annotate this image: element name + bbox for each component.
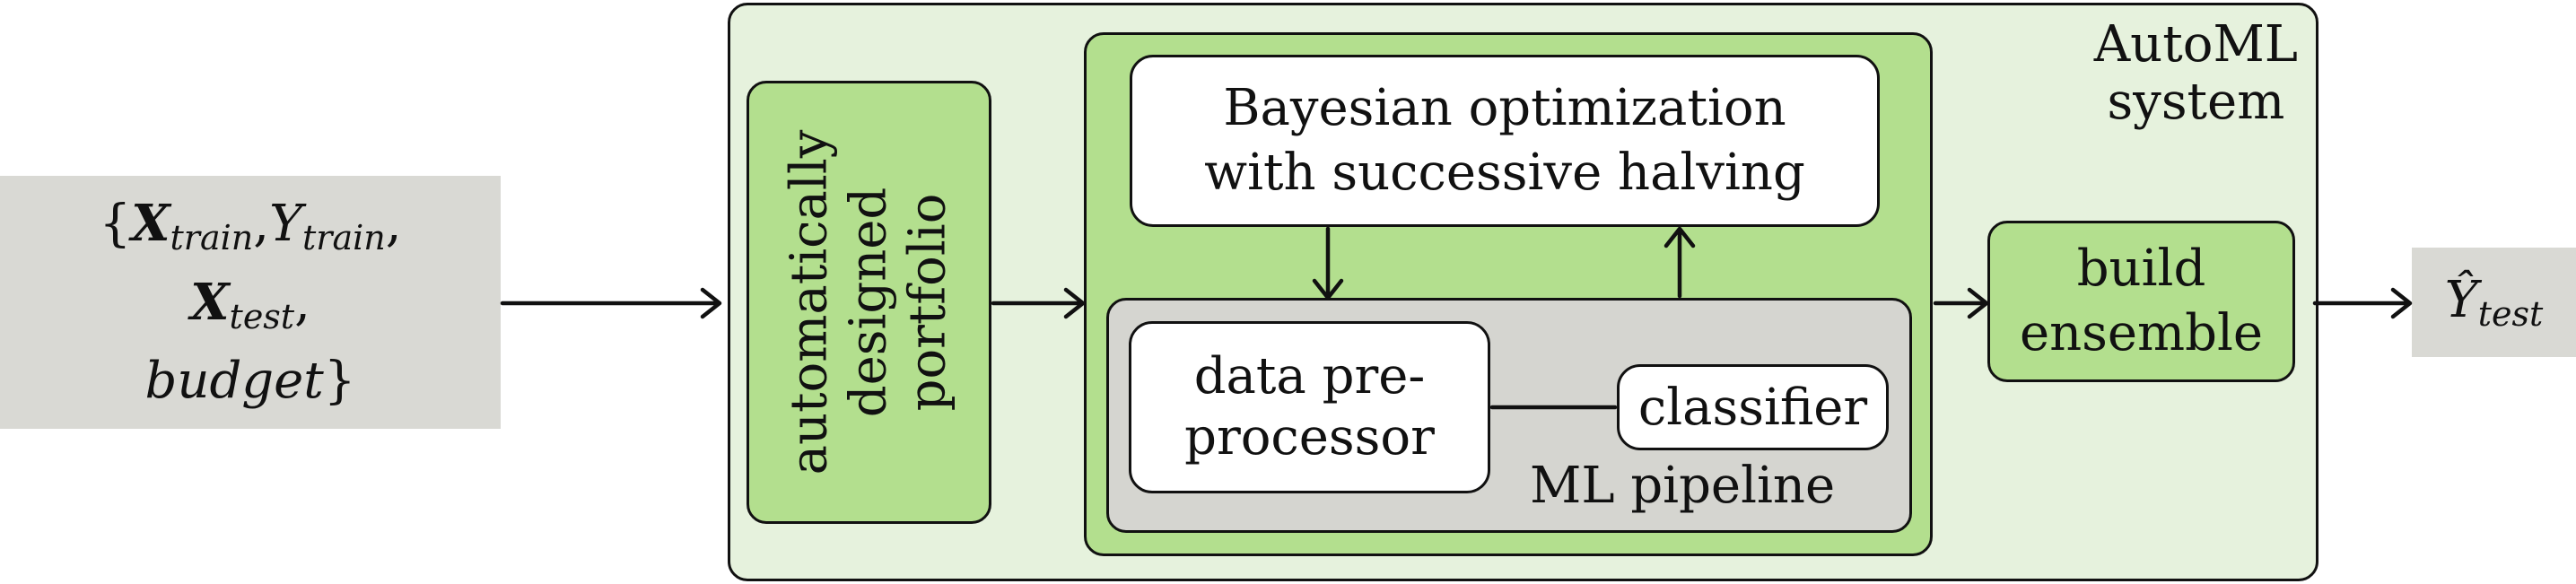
input-data-box: {Xtrain,Ytrain, Xtest, budget} <box>0 176 501 429</box>
bayesian-to-pipeline-arrow <box>1312 226 1344 301</box>
data-preprocessor-text: data pre- processor <box>1184 347 1435 466</box>
build-ensemble-box: build ensemble <box>1987 221 2295 382</box>
automl-system-label: AutoML system <box>2093 15 2298 131</box>
portfolio-box: automatically designed portfolio <box>747 81 991 524</box>
classifier-text: classifier <box>1637 378 1868 437</box>
output-prediction-box: Ŷtest <box>2412 248 2576 357</box>
optimization-to-ensemble-arrow <box>1933 287 1989 319</box>
pipeline-to-bayesian-arrow <box>1663 226 1696 299</box>
portfolio-to-optimization-arrow <box>991 287 1086 319</box>
input-to-automl-arrow <box>500 287 722 319</box>
output-prediction-text: Ŷtest <box>2444 271 2544 334</box>
classifier-box: classifier <box>1617 364 1889 450</box>
ml-pipeline-label: ML pipeline <box>1530 457 1836 515</box>
input-data-text: {Xtrain,Ytrain, Xtest, budget} <box>99 194 402 410</box>
build-ensemble-text: build ensemble <box>2019 240 2264 362</box>
ensemble-to-output-arrow <box>2312 287 2413 319</box>
bayesian-optimization-box: Bayesian optimization with successive ha… <box>1130 55 1880 227</box>
data-preprocessor-box: data pre- processor <box>1129 321 1490 493</box>
bayesian-optimization-text: Bayesian optimization with successive ha… <box>1204 79 1805 202</box>
